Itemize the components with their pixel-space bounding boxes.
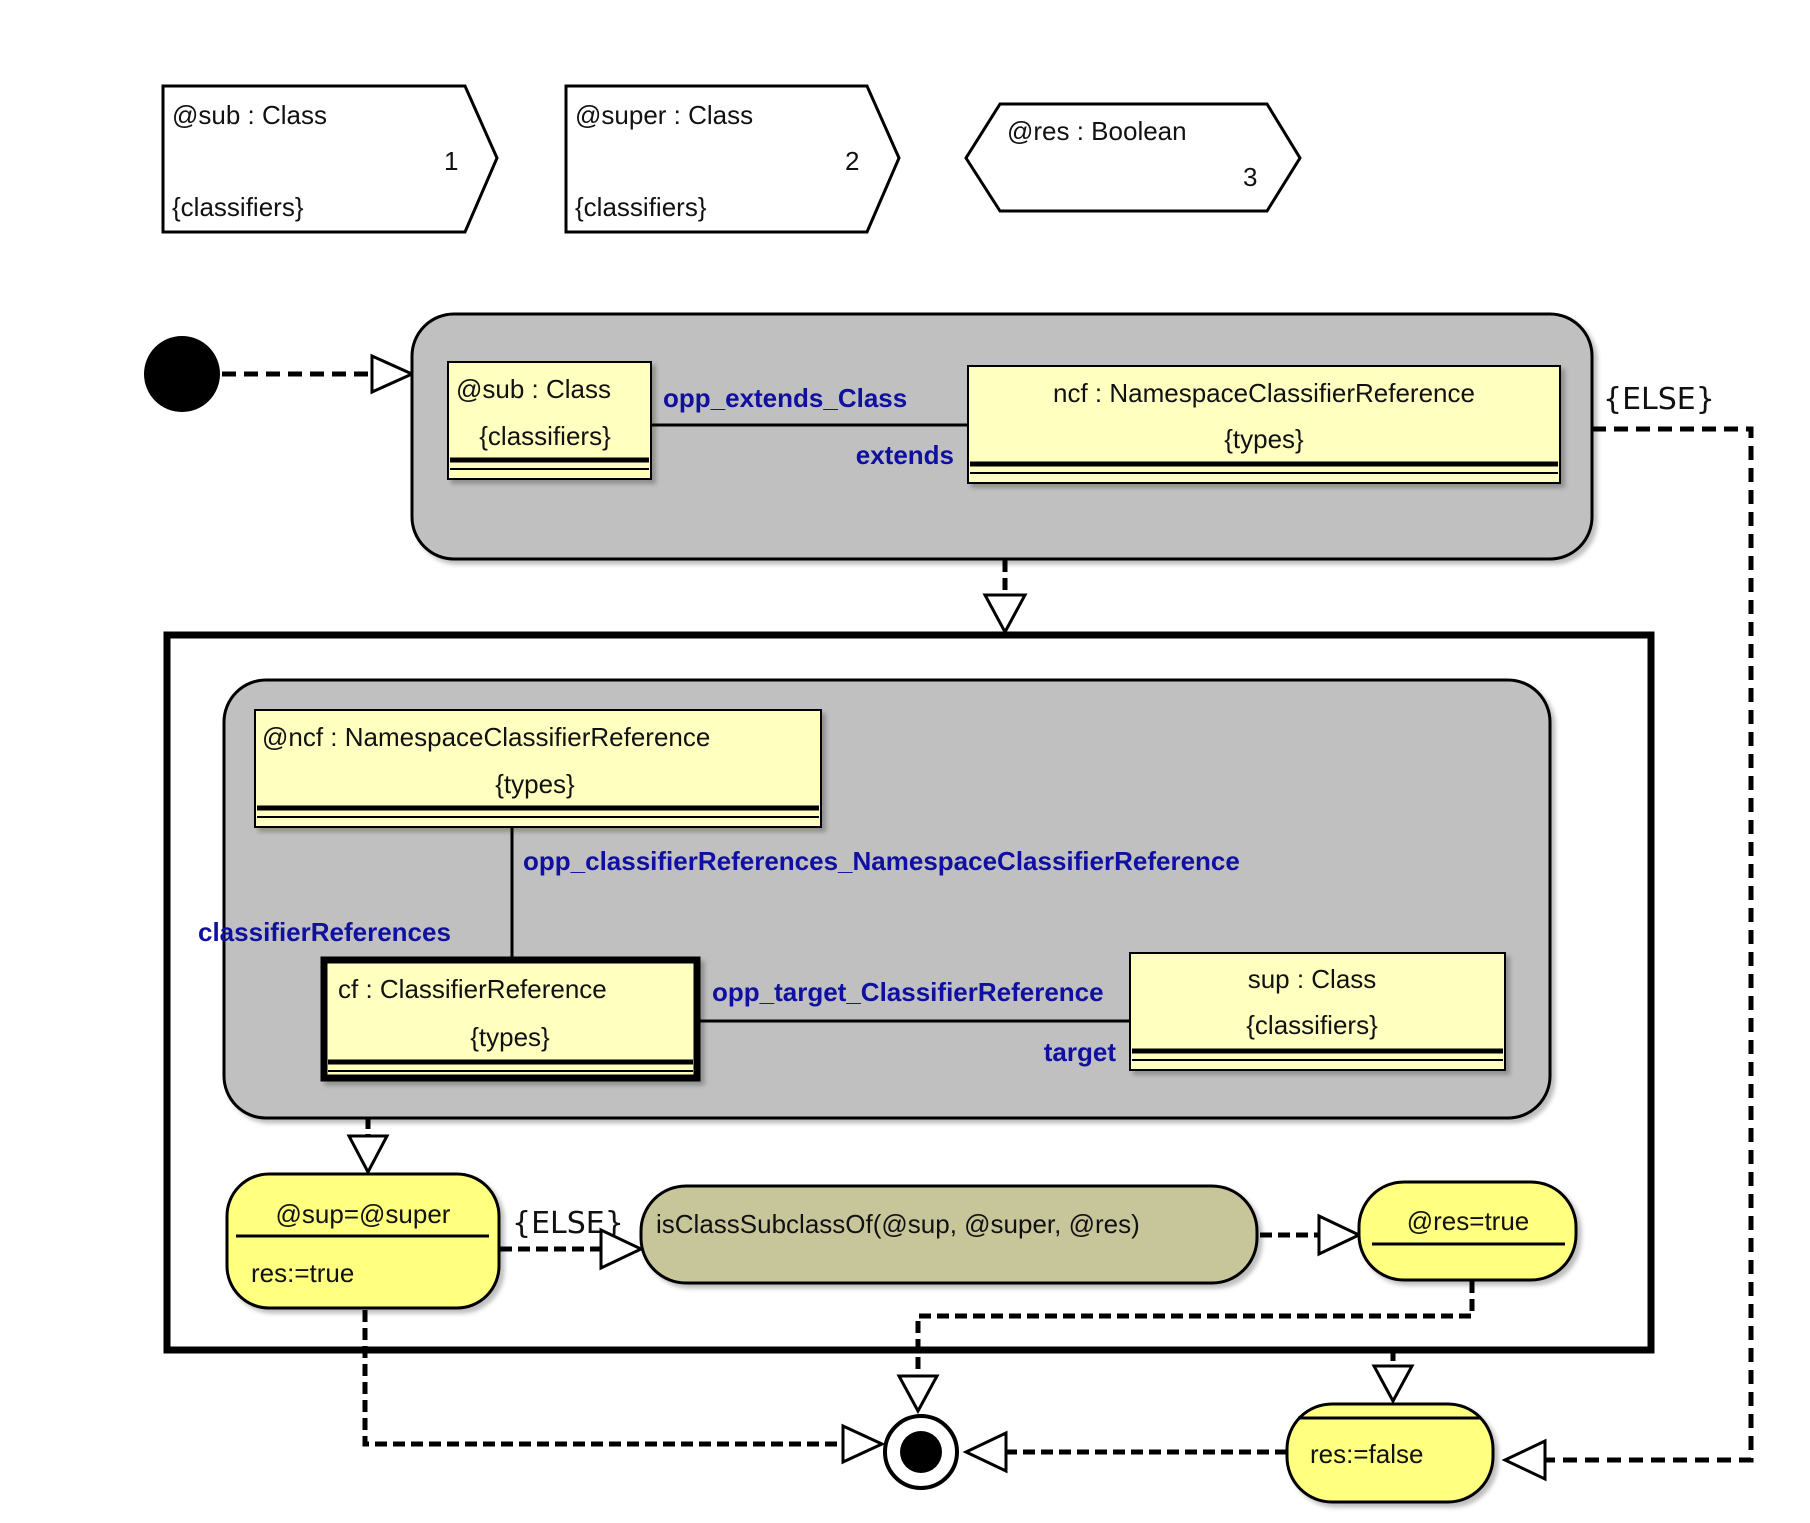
param-sub-name: @sub : Class — [172, 100, 327, 130]
cond-node[interactable]: @sup=@super res:=true — [225, 1172, 501, 1310]
call-to-restrue-arrow — [1317, 1213, 1363, 1257]
pattern1-ncf-object[interactable]: ncf : NamespaceClassifierReference {type… — [967, 365, 1561, 484]
pattern2-sup-name: sup : Class — [1248, 964, 1377, 994]
pattern2-sup-object[interactable]: sup : Class {classifiers} — [1129, 952, 1506, 1071]
pattern2-link2-role-label: target — [1044, 1037, 1117, 1067]
loop-to-resfalse-arrow — [1371, 1364, 1415, 1405]
pattern1-else-arrow — [1501, 1438, 1547, 1482]
param-res[interactable]: @res : Boolean 3 — [964, 102, 1302, 213]
restrue-to-final-edge — [915, 1281, 1475, 1376]
cond-to-final-arrow — [841, 1423, 886, 1465]
param-res-name: @res : Boolean — [1007, 116, 1187, 146]
res-false-node[interactable]: res:=false — [1285, 1402, 1495, 1504]
param-super-collection: {classifiers} — [575, 192, 707, 222]
param-super-name: @super : Class — [575, 100, 753, 130]
start-node[interactable] — [144, 336, 220, 412]
cond-node-condition: @sup=@super — [276, 1199, 451, 1229]
cond-else-arrow — [599, 1227, 645, 1271]
pattern2-ncf-name: @ncf : NamespaceClassifierReference — [262, 722, 710, 752]
pattern2-cf-collection: {types} — [470, 1022, 550, 1052]
pattern2-activity[interactable]: @ncf : NamespaceClassifierReference {typ… — [198, 678, 1552, 1120]
param-sub-collection: {classifiers} — [172, 192, 304, 222]
param-res-number: 3 — [1243, 162, 1257, 192]
pattern2-link2-opposite-label: opp_target_ClassifierReference — [712, 977, 1104, 1007]
cond-node-action: res:=true — [251, 1258, 354, 1288]
res-true-node[interactable]: @res=true — [1357, 1180, 1578, 1282]
final-node[interactable] — [883, 1414, 959, 1490]
param-super-number: 2 — [845, 146, 859, 176]
pattern1-ncf-collection: {types} — [1224, 424, 1304, 454]
pattern2-link1-role-label: classifierReferences — [198, 917, 451, 947]
call-node-label: isClassSubclassOf(@sup, @super, @res) — [656, 1209, 1140, 1239]
pattern1-sub-name: @sub : Class — [456, 374, 611, 404]
pattern2-link1-opposite-label: opp_classifierReferences_NamespaceClassi… — [523, 846, 1240, 876]
param-sub[interactable]: @sub : Class 1 {classifiers} — [161, 84, 499, 234]
cond-to-final-edge — [362, 1310, 843, 1447]
pattern1-sub-collection: {classifiers} — [479, 421, 611, 451]
pattern1-else-edge — [1545, 426, 1754, 1463]
pattern2-cf-object[interactable]: cf : ClassifierReference {types} — [320, 956, 701, 1082]
pattern1-sub-object[interactable]: @sub : Class {classifiers} — [447, 361, 652, 480]
pattern2-ncf-collection: {types} — [495, 769, 575, 799]
pattern1-activity[interactable]: @sub : Class {classifiers} opp_extends_C… — [410, 312, 1594, 561]
pattern1-ncf-name: ncf : NamespaceClassifierReference — [1053, 378, 1475, 408]
pattern2-ncf-object[interactable]: @ncf : NamespaceClassifierReference {typ… — [254, 709, 822, 828]
pattern1-link-role-label: extends — [856, 440, 954, 470]
res-false-label: res:=false — [1310, 1439, 1423, 1469]
call-node[interactable]: isClassSubclassOf(@sup, @super, @res) — [639, 1184, 1259, 1285]
restrue-to-final-arrow — [896, 1374, 940, 1415]
loop-frame[interactable] — [163, 631, 1655, 1354]
resfalse-to-final-arrow — [962, 1430, 1008, 1474]
res-true-label: @res=true — [1407, 1206, 1530, 1236]
pattern2-to-cond-arrow — [346, 1134, 390, 1176]
pattern2-sup-collection: {classifiers} — [1246, 1010, 1378, 1040]
param-sub-number: 1 — [444, 146, 458, 176]
pattern1-to-loop-arrow — [982, 593, 1028, 636]
start-edge-arrow — [370, 353, 416, 395]
pattern1-link-opposite-label: opp_extends_Class — [663, 383, 907, 413]
param-super[interactable]: @super : Class 2 {classifiers} — [564, 84, 901, 234]
pattern2-cf-name: cf : ClassifierReference — [338, 974, 607, 1004]
pattern1-else-guard: {ELSE} — [1603, 382, 1715, 417]
